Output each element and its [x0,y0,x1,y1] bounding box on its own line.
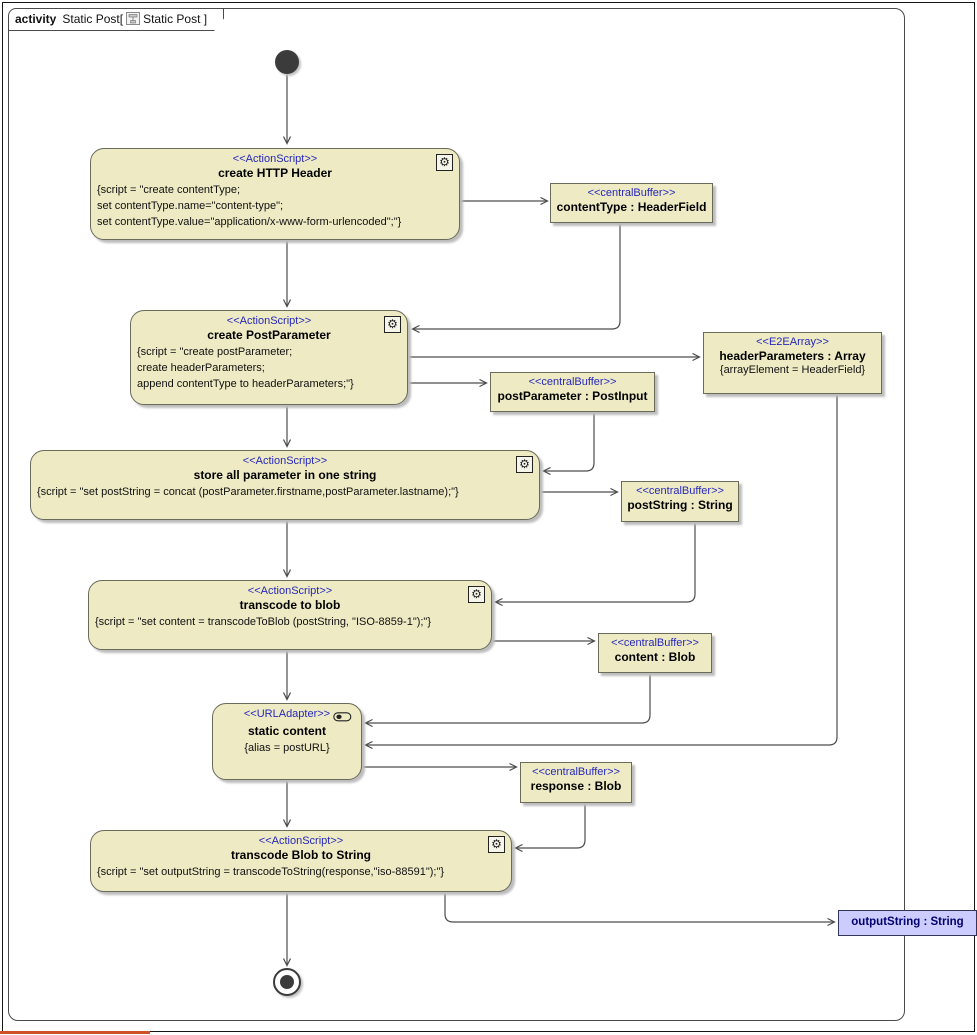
gear-icon: ⚙ [488,836,505,853]
adapter-node-static-content[interactable]: <<URLAdapter>> static content {alias = p… [212,703,362,780]
edge-poststring-to-transcode-blob[interactable] [496,522,696,602]
script-line: set contentType.value="application/x-www… [97,216,402,228]
array-node-headerparameters[interactable]: <<E2EArray>> headerParameters : Array {a… [703,332,882,394]
node-name: transcode Blob to String [230,848,371,862]
node-name: postString : String [627,498,733,512]
node-stereotype: <<centralBuffer>> [528,376,617,388]
buffer-node-poststring[interactable]: <<centralBuffer>> postString : String [621,481,739,522]
edge-transcode-blob-to-string-to-outputstring[interactable] [444,892,834,922]
activity-final-node[interactable] [273,968,301,996]
url-adapter-icon [333,712,352,722]
node-stereotype: <<URLAdapter>> [243,708,331,720]
node-stereotype: <<ActionScript>> [226,315,312,327]
node-stereotype: <<ActionScript>> [232,153,318,165]
node-stereotype: <<E2EArray>> [756,336,829,348]
title-post: Static Post ] [143,11,208,26]
diagram-icon [126,12,140,25]
node-stereotype: <<centralBuffer>> [532,766,620,778]
action-node-transcode-to-blob[interactable]: ⚙ <<ActionScript>> transcode to blob {sc… [88,580,492,650]
node-stereotype: <<centralBuffer>> [587,187,676,199]
node-stereotype: <<ActionScript>> [247,585,333,597]
gear-icon: ⚙ [384,316,401,333]
node-name: create PostParameter [207,328,331,342]
node-stereotype: <<centralBuffer>> [611,637,699,649]
gear-icon: ⚙ [468,586,485,603]
final-node-dot [280,975,294,989]
action-node-create-http-header[interactable]: ⚙ <<ActionScript>> create HTTP Header {s… [90,148,460,240]
node-name: transcode to blob [239,598,341,612]
node-name: postParameter : PostInput [497,389,648,403]
title-pre: Static Post[ [62,11,124,26]
node-tagged-value: {alias = postURL} [244,742,330,754]
node-name: create HTTP Header [218,166,332,180]
node-stereotype: <<ActionScript>> [258,835,344,847]
edge-headerparameters-to-static-content[interactable] [366,394,838,745]
script-line: {script = "set content = transcodeToBlob… [95,616,432,628]
node-tagged-value: {arrayElement = HeaderField} [719,364,866,376]
parameter-node-outputstring[interactable]: outputString : String [838,910,977,936]
gear-icon: ⚙ [436,154,453,171]
edge-response-to-transcode-blob-to-string[interactable] [516,803,586,848]
buffer-node-postparameter[interactable]: <<centralBuffer>> postParameter : PostIn… [490,372,655,412]
gear-icon: ⚙ [516,456,533,473]
edge-postparameter-to-store-all[interactable] [544,412,595,471]
action-node-store-all-parameter[interactable]: ⚙ <<ActionScript>> store all parameter i… [30,450,540,520]
initial-node[interactable] [275,50,299,74]
title-keyword: activity [15,11,57,26]
buffer-node-content[interactable]: <<centralBuffer>> content : Blob [598,633,712,673]
edge-contenttype-to-create-postparameter[interactable] [413,223,621,329]
node-stereotype: <<ActionScript>> [242,455,328,467]
action-node-transcode-blob-to-string[interactable]: ⚙ <<ActionScript>> transcode Blob to Str… [90,830,512,892]
node-name: contentType : HeaderField [556,200,707,214]
node-stereotype: <<centralBuffer>> [636,485,724,497]
activity-frame [8,8,905,1021]
activity-frame-title: activity Static Post[ Static Post ] [8,8,224,31]
script-line: set contentType.name="content-type"; [97,200,284,212]
action-node-create-postparameter[interactable]: ⚙ <<ActionScript>> create PostParameter … [130,310,408,405]
node-name: headerParameters : Array [719,349,866,363]
node-name: static content [247,724,326,738]
script-line: {script = "create contentType; [97,184,241,196]
script-line: {script = "set postString = concat (post… [37,486,459,498]
bottom-edge-artifact [0,1031,150,1034]
edge-content-to-static-content[interactable] [366,673,651,723]
buffer-node-contenttype[interactable]: <<centralBuffer>> contentType : HeaderFi… [550,183,713,223]
node-name: content : Blob [614,650,696,664]
script-line: append contentType to headerParameters;"… [137,378,354,390]
buffer-node-response[interactable]: <<centralBuffer>> response : Blob [520,762,632,803]
script-line: {script = "set outputString = transcodeT… [97,866,445,878]
node-name: store all parameter in one string [193,468,377,482]
script-line: {script = "create postParameter; [137,346,293,358]
script-line: create headerParameters; [137,362,265,374]
node-name: response : Blob [530,779,622,793]
